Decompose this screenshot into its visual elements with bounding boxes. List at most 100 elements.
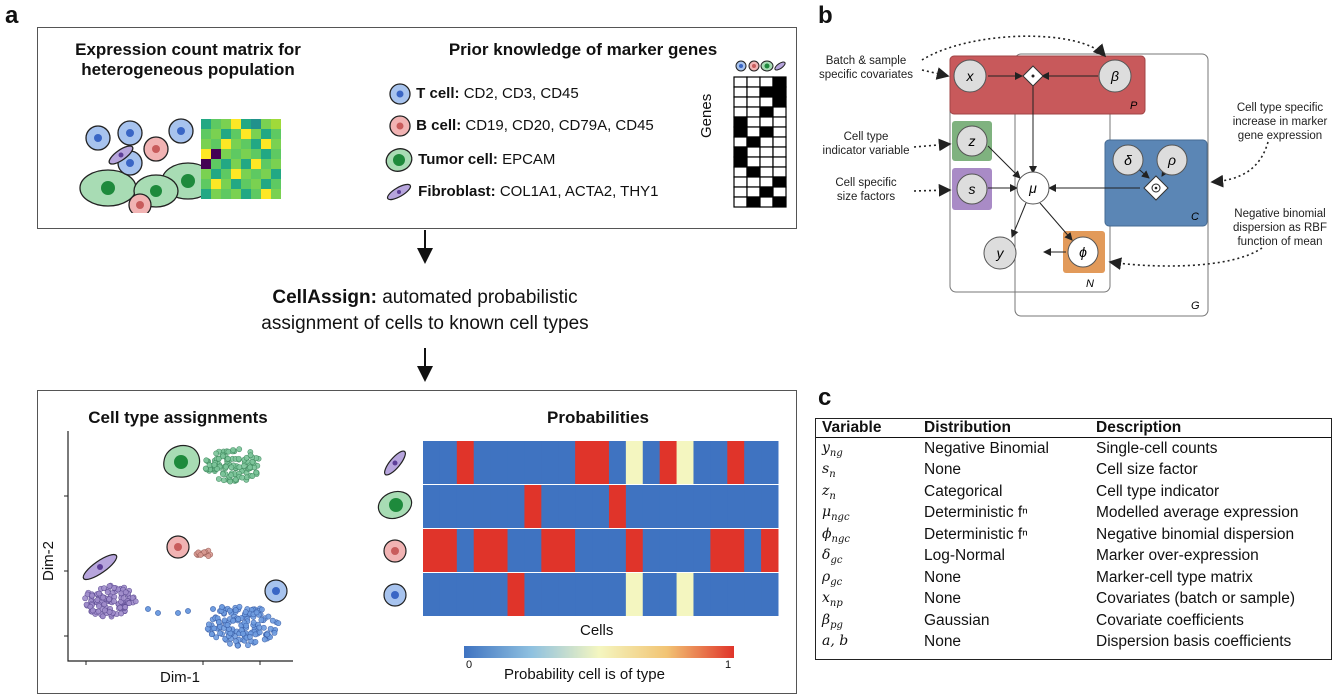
scatter-point bbox=[95, 608, 102, 615]
annot-inc-3: gene expression bbox=[1238, 130, 1322, 142]
scatter-point bbox=[100, 594, 107, 601]
heatmap-cell bbox=[761, 485, 779, 528]
annot-batch-1: Batch & sample bbox=[826, 55, 907, 67]
scatter-point bbox=[214, 465, 220, 472]
scatter-point bbox=[269, 617, 276, 624]
scatter-point bbox=[213, 634, 220, 641]
heatmap-cell bbox=[659, 485, 678, 528]
node-beta: β bbox=[1110, 68, 1119, 84]
node-z: z bbox=[968, 133, 976, 149]
tumor-cell-icon bbox=[377, 490, 413, 520]
marker-cell bbox=[759, 106, 774, 118]
b-cell-icon bbox=[166, 535, 190, 559]
heatmap-cell bbox=[727, 573, 745, 616]
count-cell bbox=[271, 159, 281, 169]
scatter-point bbox=[235, 616, 242, 623]
heatmap-cell bbox=[456, 573, 475, 616]
arrow-down-2 bbox=[417, 348, 433, 382]
distribution-cell: Gaussian bbox=[924, 611, 990, 629]
plate-C-label: C bbox=[1191, 211, 1199, 223]
marker-cell bbox=[746, 166, 761, 178]
count-cell bbox=[251, 149, 261, 159]
tumor-cell-icon bbox=[385, 148, 413, 172]
marker-cell bbox=[759, 126, 774, 138]
heatmap-cell bbox=[439, 573, 458, 616]
marker-cell bbox=[733, 96, 748, 108]
scatter-point bbox=[217, 630, 223, 637]
scatter-point bbox=[247, 452, 254, 459]
heatmap-cell bbox=[710, 573, 728, 616]
heatmap-cell bbox=[524, 573, 542, 616]
count-cell bbox=[241, 189, 251, 199]
scatter-point bbox=[227, 607, 233, 614]
scatter-point bbox=[94, 597, 101, 603]
scatter-point bbox=[222, 463, 229, 470]
marker-cell bbox=[759, 156, 774, 168]
count-cell bbox=[231, 179, 241, 189]
heatmap-cell bbox=[490, 573, 509, 616]
scatter-point bbox=[228, 472, 235, 479]
heatmap-cell bbox=[693, 485, 711, 528]
heatmap-cell bbox=[575, 441, 593, 484]
heatmap-cell bbox=[524, 529, 542, 572]
heatmap-cell bbox=[727, 529, 745, 572]
count-cell bbox=[221, 179, 231, 189]
scatter-point bbox=[258, 617, 265, 623]
scatter-axes bbox=[67, 431, 293, 662]
prior-title: Prior knowledge of marker genes bbox=[448, 40, 718, 59]
count-cell bbox=[211, 129, 221, 139]
count-cell bbox=[271, 139, 281, 149]
heatmap-cell bbox=[592, 485, 610, 528]
annot-inc-1: Cell type specific bbox=[1237, 102, 1324, 114]
scatter-point bbox=[210, 606, 216, 612]
description-cell: Cell type indicator bbox=[1096, 482, 1220, 500]
annot-disp-3: function of mean bbox=[1237, 236, 1322, 248]
marker-cell bbox=[759, 146, 774, 158]
count-cell bbox=[231, 169, 241, 179]
heatmap-cell bbox=[524, 485, 542, 528]
scatter-title: Cell type assignments bbox=[88, 408, 268, 427]
scatter-point bbox=[232, 476, 239, 483]
plate-P-label: P bbox=[1130, 100, 1138, 112]
scatter-point bbox=[249, 473, 256, 479]
scatter-point bbox=[122, 589, 129, 596]
count-cell bbox=[271, 169, 281, 179]
count-cell bbox=[231, 149, 241, 159]
heatmap-cell bbox=[507, 529, 525, 572]
marker-cell bbox=[746, 86, 761, 98]
heatmap-cell bbox=[575, 529, 593, 572]
marker-cell bbox=[772, 166, 787, 178]
marker-cell bbox=[733, 86, 748, 98]
description-cell: Modelled average expression bbox=[1096, 504, 1299, 522]
scatter-point bbox=[240, 630, 246, 637]
marker-cell bbox=[772, 116, 787, 128]
output-box: Cell type assignments Probabilities Dim-… bbox=[37, 390, 797, 694]
scatter-point bbox=[106, 609, 113, 615]
heatmap-cell bbox=[558, 441, 576, 484]
heatmap-cell bbox=[473, 441, 492, 484]
count-cell bbox=[251, 189, 261, 199]
annot-size-2: size factors bbox=[837, 191, 895, 203]
marker-cell bbox=[733, 156, 748, 168]
annot-inc-2: increase in marker bbox=[1233, 116, 1328, 128]
count-cell bbox=[241, 159, 251, 169]
count-cell bbox=[211, 179, 221, 189]
node-delta: δ bbox=[1124, 152, 1132, 168]
count-cell bbox=[271, 129, 281, 139]
count-cell bbox=[201, 149, 211, 159]
marker-cell bbox=[733, 136, 748, 148]
marker-cell bbox=[746, 146, 761, 158]
scatter-point bbox=[120, 595, 127, 602]
scatter-point bbox=[234, 642, 241, 649]
scatter-point bbox=[132, 598, 139, 605]
heatmap-cell bbox=[744, 529, 762, 572]
count-cell bbox=[221, 189, 231, 199]
distribution-cell: Deterministic fⁿ bbox=[924, 525, 1028, 543]
heatmap-cell bbox=[473, 573, 492, 616]
distribution-cell: None bbox=[924, 633, 962, 651]
scatter-point bbox=[155, 610, 161, 616]
marker-cell bbox=[733, 76, 748, 88]
